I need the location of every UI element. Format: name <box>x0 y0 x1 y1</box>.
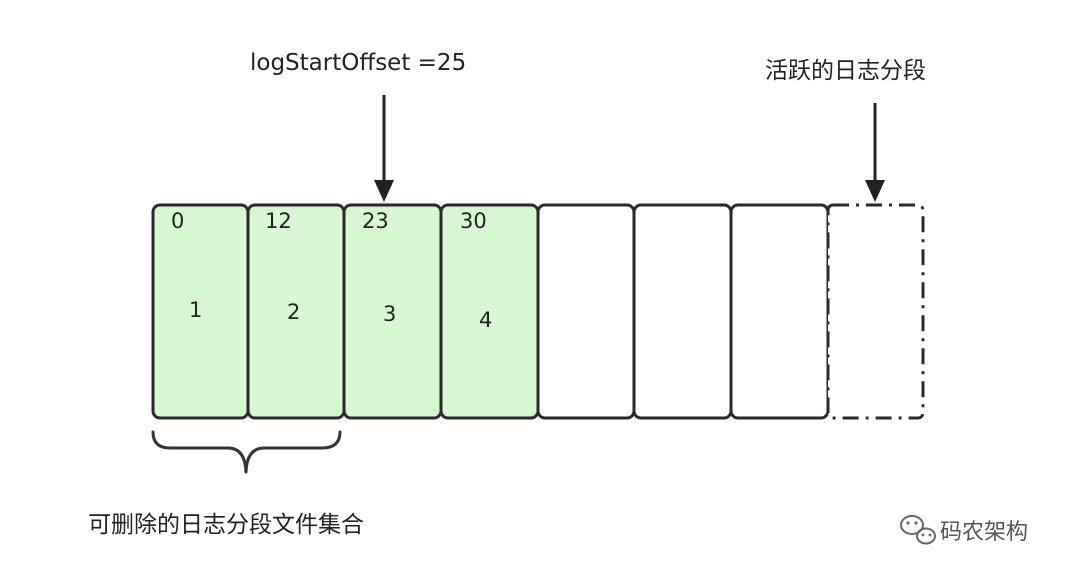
segment-1-index: 1 <box>189 298 202 322</box>
watermark-text: 码农架构 <box>940 520 1028 545</box>
segment-2-index: 2 <box>287 300 300 324</box>
segment-4-index: 4 <box>479 308 492 332</box>
wechat-icon <box>900 515 936 545</box>
segment-6-box <box>632 203 733 420</box>
segment-3-index: 3 <box>383 302 396 326</box>
segment-5-box <box>536 203 636 420</box>
segment-3-base-offset: 23 <box>362 209 389 233</box>
active-segment-arrow-head <box>865 180 885 202</box>
log-start-offset-arrow-head <box>374 180 394 202</box>
segment-1-base-offset: 0 <box>171 209 184 233</box>
segment-4-base-offset: 30 <box>460 209 487 233</box>
segment-7-box <box>729 203 830 420</box>
segment-group <box>151 203 925 420</box>
active-segment-label: 活跃的日志分段 <box>765 58 926 84</box>
deletable-segments-label: 可删除的日志分段文件集合 <box>88 512 364 538</box>
log-start-offset-label: logStartOffset =25 <box>250 50 466 76</box>
active-segment-box <box>826 203 925 420</box>
deletable-brace <box>151 430 342 474</box>
segment-2-base-offset: 12 <box>265 209 292 233</box>
